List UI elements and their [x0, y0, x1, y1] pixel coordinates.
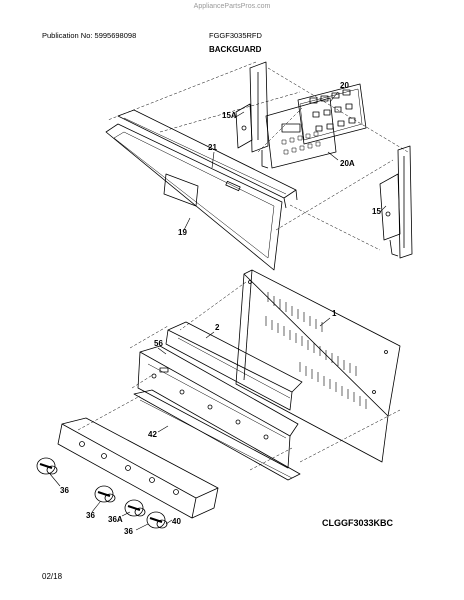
part-2-cover [165, 321, 303, 411]
figure-code: CLGGF3033KBC [322, 518, 394, 528]
figure-date: 02/18 [42, 572, 63, 581]
section-title: BACKGUARD [209, 45, 262, 54]
callout-42: 42 [148, 430, 157, 439]
callout-36-second: 36 [86, 511, 95, 520]
callout-36-third: 36 [124, 527, 133, 536]
part-1-back-panel [235, 269, 401, 463]
callout-20A: 20A [340, 159, 355, 168]
part-42-strip [133, 389, 301, 481]
callout-36A: 36A [108, 515, 123, 524]
part-21-top-trim [117, 109, 298, 209]
callout-2: 2 [215, 323, 220, 332]
callout-20: 20 [340, 81, 349, 90]
leader-lines [49, 91, 387, 531]
part-15A-left-bracket [235, 61, 269, 169]
callout-15A: 15A [222, 111, 237, 120]
lower-alignment-lines [77, 281, 401, 471]
part-56-manifold-panel [137, 345, 299, 469]
part-15-right-bracket [379, 145, 413, 259]
publication-number: Publication No: 5995698098 [42, 31, 137, 40]
model-number: FGGF3035RFD [209, 31, 262, 40]
part-19-glass-panel [105, 123, 283, 271]
callout-21: 21 [208, 143, 217, 152]
callout-19: 19 [178, 228, 187, 237]
watermark: AppliancePartsPros.com [193, 3, 271, 10]
callout-15: 15 [372, 207, 381, 216]
part-36-knobs [36, 457, 168, 529]
callout-1: 1 [332, 309, 337, 318]
part-40-control-panel [57, 417, 219, 519]
part-20A-overlay [265, 97, 337, 169]
callout-56: 56 [154, 339, 163, 348]
callout-40: 40 [172, 517, 181, 526]
callout-36-first: 36 [60, 486, 69, 495]
